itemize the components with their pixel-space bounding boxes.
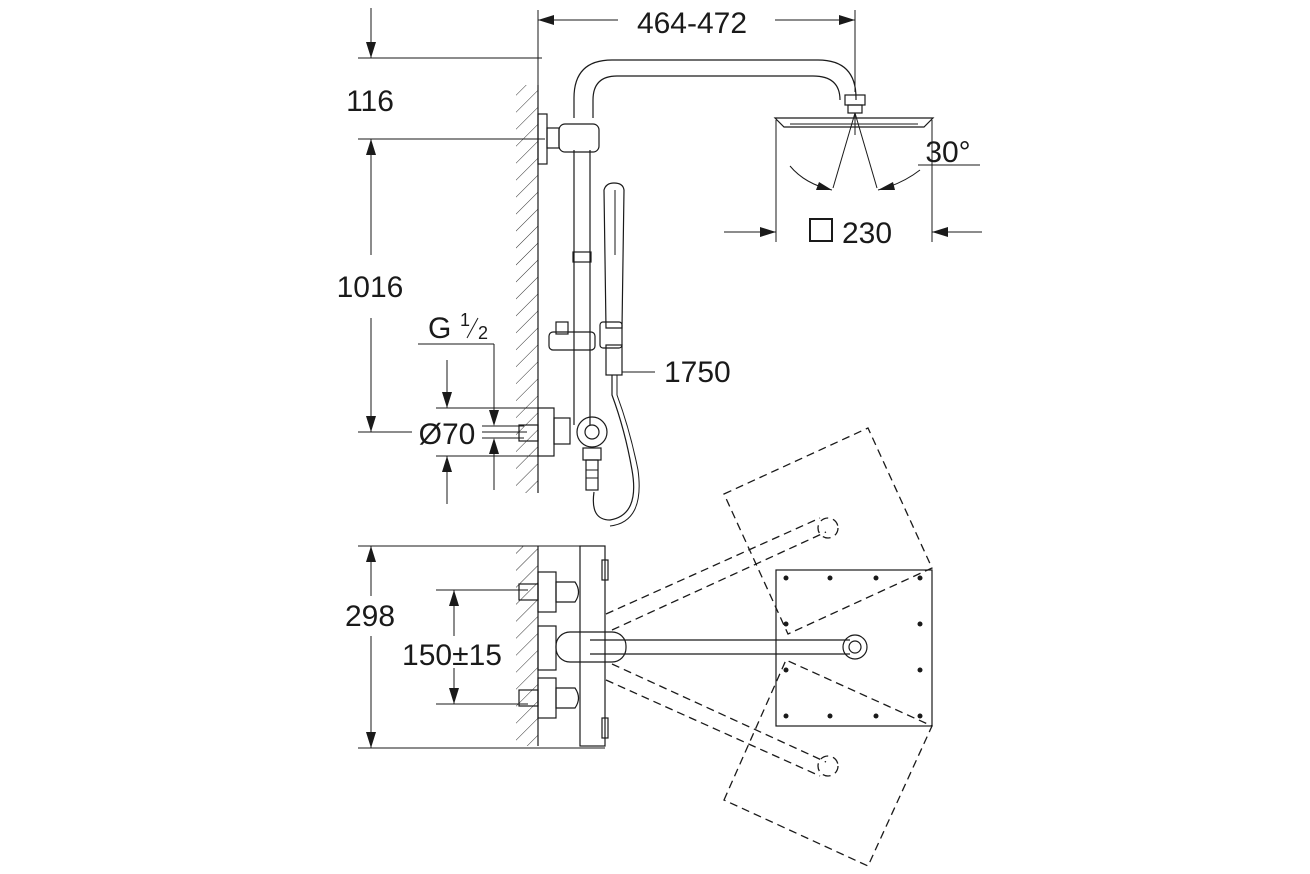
diverter-assembly bbox=[518, 407, 608, 491]
thread-denominator-label: 2 bbox=[478, 323, 488, 343]
spray-angle-label: 30° bbox=[925, 136, 970, 169]
top-offset-label: 116 bbox=[346, 85, 394, 118]
square-symbol-icon bbox=[809, 218, 833, 242]
thread-numerator-label: 1 bbox=[460, 310, 470, 330]
spray-angle-dimension: 30° bbox=[789, 136, 980, 191]
plan-view: 298 150±15 bbox=[345, 427, 933, 867]
arm-plan bbox=[590, 634, 868, 660]
thread-dimension: G 1 2 bbox=[418, 310, 524, 490]
rain-shower-head bbox=[773, 112, 935, 189]
rosette-diameter-label: Ø70 bbox=[419, 418, 476, 451]
wall-plan bbox=[516, 546, 539, 746]
riser-rail bbox=[572, 150, 592, 425]
height-dimensions: 116 1016 bbox=[337, 8, 545, 433]
nozzle-dots bbox=[783, 575, 923, 719]
hand-shower bbox=[603, 182, 625, 376]
mixer-depth-label: 298 bbox=[345, 600, 395, 633]
inlet-spacing-dimension: 150±15 bbox=[402, 589, 528, 705]
thread-prefix-label: G bbox=[428, 312, 451, 345]
hose-length-label: 1750 bbox=[664, 356, 731, 389]
wall-bracket-top bbox=[537, 113, 600, 165]
head-plan bbox=[775, 569, 933, 727]
arm-reach-dimension: 464-472 bbox=[537, 7, 856, 92]
head-size-dimension: 230 bbox=[724, 120, 982, 250]
arm-reach-label: 464-472 bbox=[637, 7, 747, 40]
mixer-depth-dimension: 298 bbox=[345, 545, 605, 749]
elevation-view: 464-472 116 1016 bbox=[337, 7, 982, 527]
head-size-label: 230 bbox=[842, 217, 892, 250]
slide-holder bbox=[548, 321, 623, 351]
inlet-spacing-label: 150±15 bbox=[402, 639, 502, 672]
shower-hose bbox=[592, 375, 640, 527]
shower-arm bbox=[573, 59, 866, 118]
rail-height-label: 1016 bbox=[337, 271, 404, 304]
swivel-range bbox=[605, 427, 933, 867]
rosette-diameter-dimension: Ø70 bbox=[412, 360, 540, 504]
hose-length-dimension: 1750 bbox=[622, 356, 731, 389]
thermostat-plan bbox=[518, 545, 627, 747]
